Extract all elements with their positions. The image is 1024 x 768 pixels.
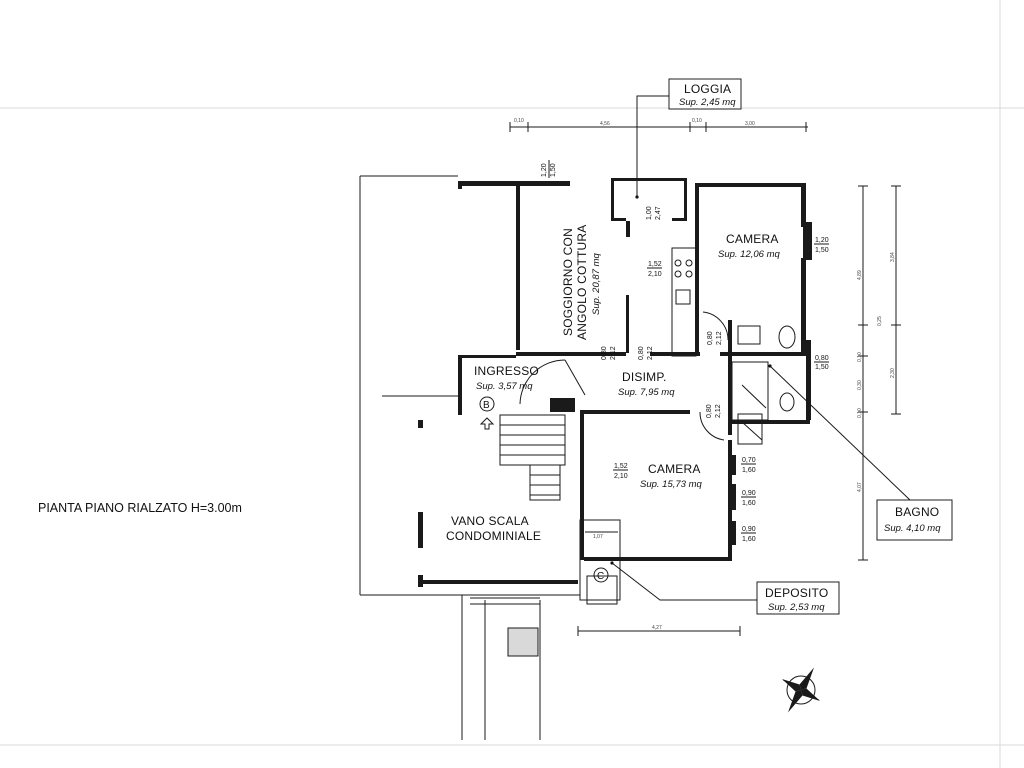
opening-label: 0,90 1,60 bbox=[741, 490, 756, 507]
door-swing-icon bbox=[519, 311, 729, 441]
svg-text:0,80: 0,80 bbox=[638, 346, 645, 360]
svg-text:0,80: 0,80 bbox=[706, 404, 713, 418]
dimension-label: 3,84 bbox=[890, 252, 896, 262]
callout-area: Sup. 2,45 mq bbox=[679, 97, 736, 108]
svg-text:1,60: 1,60 bbox=[742, 467, 756, 474]
north-arrow-icon bbox=[781, 667, 821, 713]
room-name: CONDOMINIALE bbox=[446, 529, 541, 543]
callout-name: LOGGIA bbox=[684, 82, 731, 96]
room-vano-scala: VANO SCALA CONDOMINIALE bbox=[446, 514, 541, 543]
room-disimp: DISIMP. Sup. 7,95 mq bbox=[618, 370, 675, 398]
svg-text:0,80: 0,80 bbox=[815, 355, 829, 362]
dimension-label: 4,27 bbox=[652, 625, 662, 631]
svg-text:2,10: 2,10 bbox=[648, 271, 662, 278]
callout-loggia: LOGGIA Sup. 2,45 mq bbox=[635, 78, 742, 199]
dimension-bottom: 4,27 bbox=[577, 625, 741, 636]
opening-label: 1,00 2,47 bbox=[646, 206, 662, 220]
svg-text:1,00: 1,00 bbox=[646, 206, 653, 220]
room-name: DISIMP. bbox=[622, 370, 667, 384]
opening-label: 1,20 1,50 bbox=[814, 237, 829, 254]
svg-text:1,52: 1,52 bbox=[648, 261, 662, 268]
opening-labels: 1,20 1,50 1,00 2,47 1,20 1,50 1,52 2,10 … bbox=[541, 160, 829, 543]
dimension-stair: 1,07 bbox=[585, 531, 618, 540]
dimension-right: 4,89 3,84 0,25 0,10 2,30 0,10 4,07 0,30 bbox=[857, 185, 901, 561]
room-area: Sup. 15,73 mq bbox=[640, 479, 703, 490]
svg-text:2,12: 2,12 bbox=[647, 346, 654, 360]
svg-text:1,50: 1,50 bbox=[815, 364, 829, 371]
dimension-label: 1,07 bbox=[593, 534, 603, 540]
room-camera-2: CAMERA Sup. 15,73 mq bbox=[640, 462, 703, 490]
svg-text:1,20: 1,20 bbox=[815, 237, 829, 244]
room-name: ANGOLO COTTURA bbox=[575, 225, 589, 340]
entrance-arrow-icon bbox=[479, 417, 495, 430]
svg-text:2,10: 2,10 bbox=[614, 473, 628, 480]
walls bbox=[359, 175, 812, 740]
opening-label: 0,90 1,60 bbox=[741, 526, 756, 543]
marker-b: B bbox=[479, 396, 495, 412]
room-ingresso: INGRESSO Sup. 3,57 mq bbox=[474, 364, 539, 392]
dimension-label: 2,30 bbox=[890, 368, 896, 378]
room-name: CAMERA bbox=[726, 232, 779, 246]
svg-text:1,20: 1,20 bbox=[541, 163, 548, 177]
opening-label: 1,20 1,50 bbox=[541, 160, 557, 178]
room-area: Sup. 7,95 mq bbox=[618, 387, 675, 398]
svg-text:0,90: 0,90 bbox=[742, 490, 756, 497]
dimension-label: 4,07 bbox=[857, 482, 863, 492]
svg-text:0,80: 0,80 bbox=[601, 346, 608, 360]
svg-text:1,50: 1,50 bbox=[550, 163, 557, 177]
dimension-label: 0,10 bbox=[514, 118, 524, 124]
drawing-title: PIANTA PIANO RIALZATO H=3.00m bbox=[38, 501, 242, 515]
opening-label: 0,80 1,50 bbox=[814, 355, 829, 371]
dimension-top: 0,10 4,56 0,10 3,00 bbox=[509, 118, 808, 132]
svg-text:2,47: 2,47 bbox=[655, 206, 662, 220]
room-name: SOGGIORNO CON bbox=[561, 228, 575, 336]
opening-label: 0,80 2,12 bbox=[706, 404, 722, 418]
room-area: Sup. 3,57 mq bbox=[476, 381, 533, 392]
svg-text:B: B bbox=[483, 400, 490, 411]
svg-text:2,12: 2,12 bbox=[716, 331, 723, 345]
opening-label: 0,80 2,12 bbox=[638, 346, 654, 360]
opening-label: 0,80 2,12 bbox=[601, 346, 617, 360]
room-camera-1: CAMERA Sup. 12,06 mq bbox=[718, 232, 781, 260]
callout-deposito: DEPOSITO Sup. 2,53 mq bbox=[610, 561, 840, 615]
room-soggiorno: SOGGIORNO CON ANGOLO COTTURA Sup. 20,87 … bbox=[561, 225, 602, 340]
dimension-label: 3,00 bbox=[745, 121, 755, 127]
marker-c: C bbox=[593, 567, 609, 583]
svg-text:1,50: 1,50 bbox=[815, 247, 829, 254]
dimension-label: 0,25 bbox=[877, 316, 883, 326]
dimension-label: 0,30 bbox=[857, 380, 863, 390]
svg-text:C: C bbox=[597, 571, 604, 582]
svg-text:0,90: 0,90 bbox=[742, 526, 756, 533]
svg-text:0,80: 0,80 bbox=[707, 331, 714, 345]
dimension-label: 4,89 bbox=[857, 270, 863, 280]
svg-text:1,60: 1,60 bbox=[742, 500, 756, 507]
dimension-label: 0,10 bbox=[857, 408, 863, 418]
svg-text:1,60: 1,60 bbox=[742, 536, 756, 543]
room-name: INGRESSO bbox=[474, 364, 539, 378]
callout-name: BAGNO bbox=[895, 505, 939, 519]
room-name: VANO SCALA bbox=[451, 514, 529, 528]
opening-label: 1,52 2,10 bbox=[647, 261, 662, 278]
room-name: CAMERA bbox=[648, 462, 701, 476]
svg-text:2,12: 2,12 bbox=[610, 346, 617, 360]
dimension-label: 4,56 bbox=[600, 121, 610, 127]
dimension-label: 0,10 bbox=[857, 352, 863, 362]
svg-text:2,12: 2,12 bbox=[715, 404, 722, 418]
callout-area: Sup. 2,53 mq bbox=[768, 602, 825, 613]
room-area: Sup. 20,87 mq bbox=[591, 252, 602, 315]
hob-icon bbox=[674, 259, 693, 305]
svg-text:0,70: 0,70 bbox=[742, 457, 756, 464]
opening-label: 0,70 1,60 bbox=[741, 457, 756, 474]
room-area: Sup. 12,06 mq bbox=[718, 249, 781, 260]
bathroom-fixtures bbox=[737, 325, 796, 441]
callout-bagno: BAGNO Sup. 4,10 mq bbox=[768, 364, 953, 541]
opening-label: 1,52 2,10 bbox=[613, 463, 628, 480]
callout-name: DEPOSITO bbox=[765, 586, 828, 600]
opening-label: 0,80 2,12 bbox=[707, 331, 723, 345]
dimension-label: 0,10 bbox=[692, 118, 702, 124]
callout-area: Sup. 4,10 mq bbox=[884, 523, 941, 534]
svg-text:1,52: 1,52 bbox=[614, 463, 628, 470]
